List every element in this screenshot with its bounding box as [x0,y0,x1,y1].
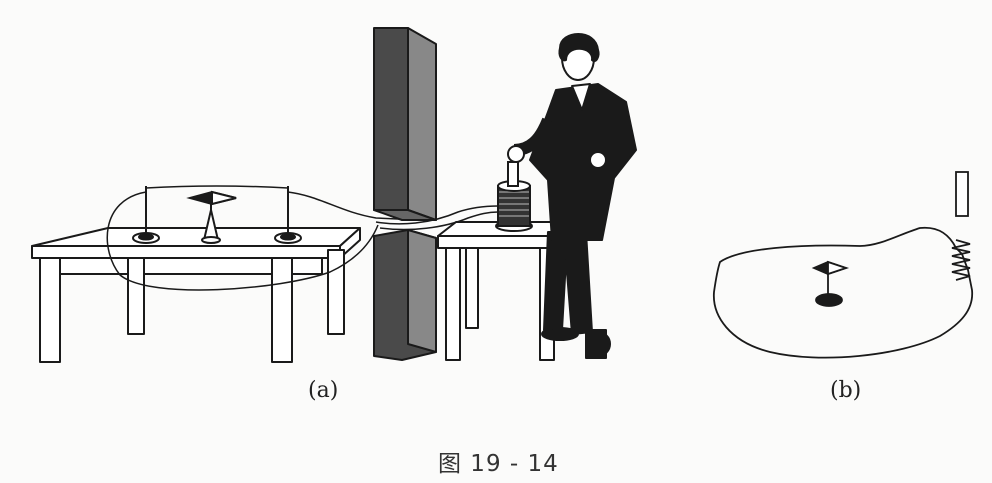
figure-caption: 图 19 - 14 [438,451,559,477]
left-table-apparatus [132,185,302,244]
left-wire-loop [106,191,379,291]
metal-screen [373,27,437,361]
left-table [31,227,361,363]
panel-b-diagram [713,171,973,359]
right-table [437,221,561,361]
panel-b-label: (b) [830,378,862,403]
person-figure [507,33,637,359]
panel-a-label: (a) [308,378,339,403]
induction-coil [495,161,533,232]
